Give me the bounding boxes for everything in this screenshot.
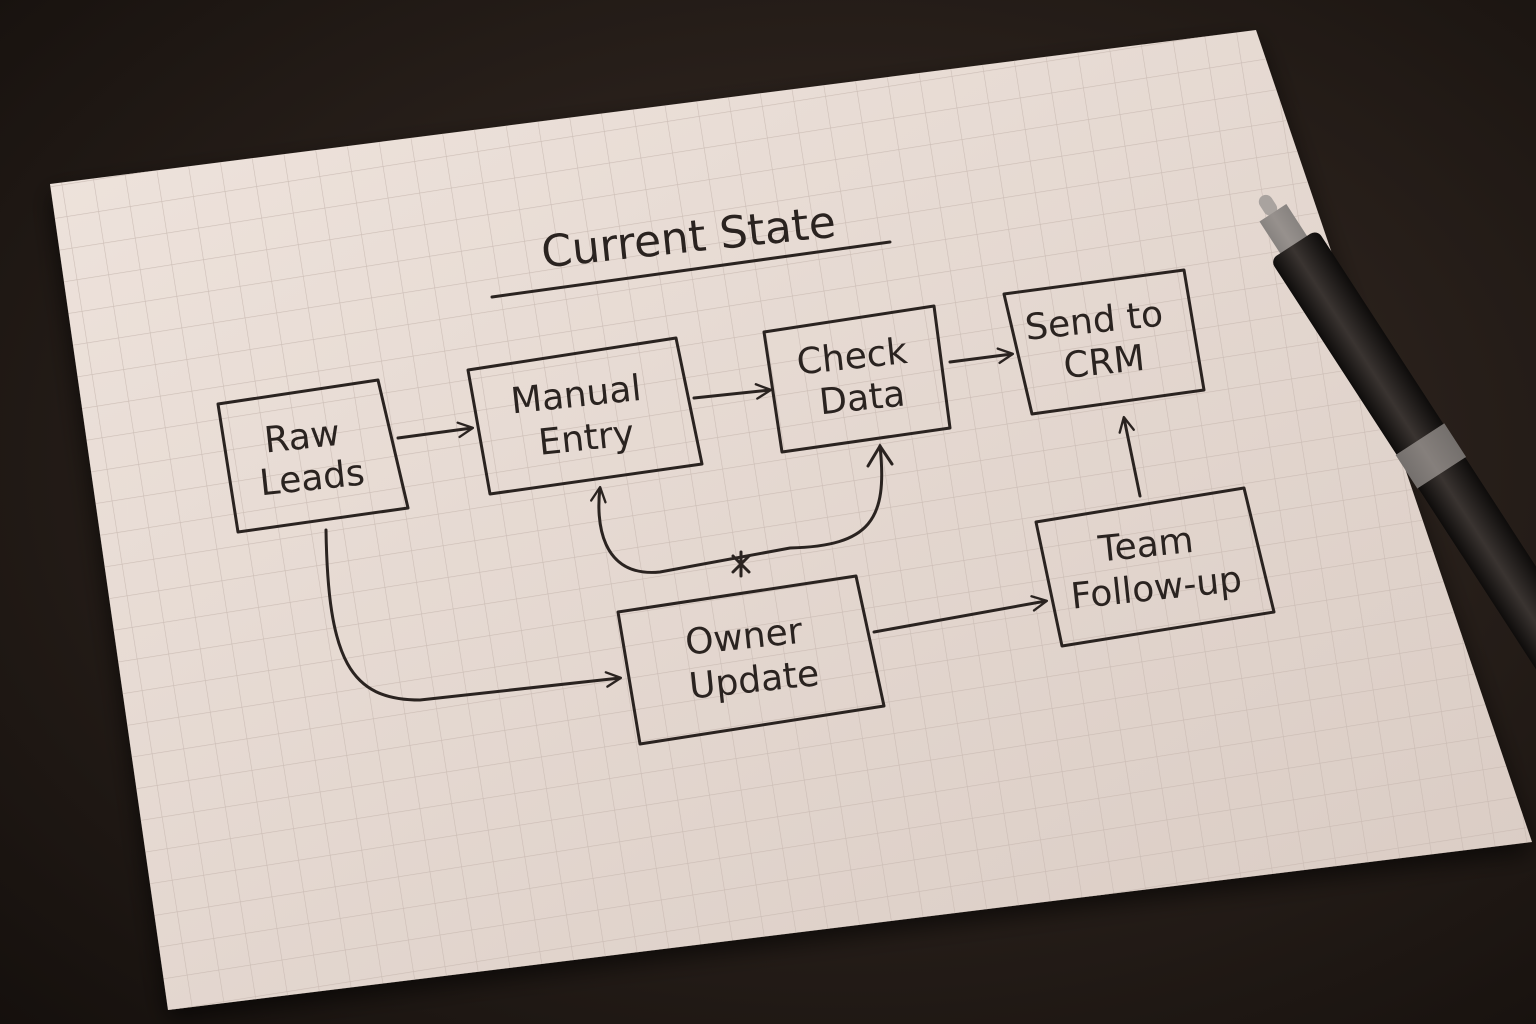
edge-raw-leads-to-manual-entry bbox=[396, 421, 475, 440]
node-label-line: Team bbox=[1096, 520, 1196, 571]
node-label-line: Raw bbox=[262, 413, 342, 462]
paper-sheet bbox=[50, 30, 1532, 1010]
svg-text:Raw Leads: Raw Leads bbox=[253, 411, 366, 505]
node-label-line: CRM bbox=[1062, 338, 1147, 387]
node-label-line: Data bbox=[817, 374, 907, 424]
edges bbox=[324, 347, 1142, 702]
edge-manual-entry-to-check-data bbox=[692, 383, 773, 400]
edge-raw-leads-to-owner-update bbox=[324, 528, 623, 702]
node-raw-leads: Raw Leads bbox=[216, 378, 410, 534]
title-underline bbox=[490, 240, 892, 299]
svg-text:Check Data: Check Data bbox=[795, 330, 925, 425]
edge-check-data-to-send-to-crm bbox=[948, 347, 1015, 365]
edge-check-data-to-manual-entry-loop bbox=[590, 444, 884, 574]
node-label-line: Entry bbox=[537, 413, 637, 464]
edge-owner-update-to-team-follow-up bbox=[872, 595, 1049, 634]
node-check-data: Check Data bbox=[762, 304, 952, 454]
loop-mark-icon bbox=[731, 550, 751, 578]
edge-team-follow-up-to-send-to-crm bbox=[1118, 415, 1142, 498]
edge-loop-start-arrow bbox=[866, 443, 894, 468]
pen bbox=[1258, 194, 1536, 925]
